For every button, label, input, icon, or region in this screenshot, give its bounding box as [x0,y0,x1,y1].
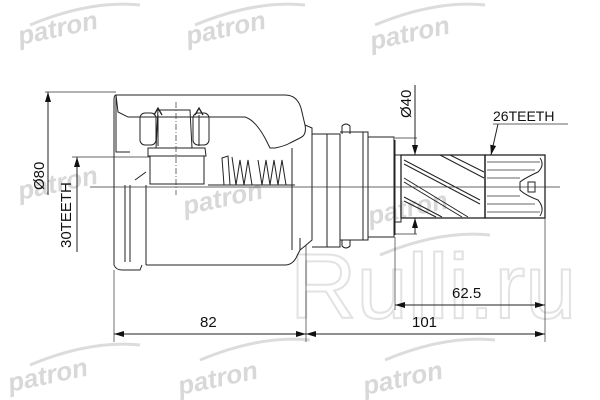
svg-text:patron: patron [14,5,100,51]
dim-outer-spline: 26TEETH [490,108,568,156]
patron-watermark: patron [366,2,486,56]
inner-spline-label: 30TEETH [58,182,75,248]
body-length-value: 82 [200,314,217,331]
dim-spline-length: 62.5 [394,237,545,310]
dim-shaft-diameter: Ø40 [395,85,418,235]
svg-text:patron: patron [359,355,445,400]
stem-flange [312,123,402,249]
svg-text:patron: patron [174,355,260,400]
stem-length-value: 101 [412,314,437,331]
watermark-layer: Rulli.ru patron patron patron patron pat… [4,2,577,400]
outer-diameter-label: Ø80 [31,162,48,190]
dim-stem-length: 101 [306,218,546,342]
svg-text:patron: patron [179,175,265,221]
patron-watermark: patron [14,2,141,51]
svg-text:patron: patron [364,185,450,231]
splined-shaft [400,154,546,219]
svg-text:patron: patron [4,352,90,398]
svg-text:patron: patron [366,10,452,56]
patron-watermark: patron [182,2,306,51]
patron-watermark: patron [174,337,311,400]
outer-housing [113,94,313,271]
spline-length-value: 62.5 [452,285,481,302]
tripod-spring [208,155,295,186]
patron-watermark: patron [359,337,496,400]
rulli-watermark: Rulli.ru [290,236,576,338]
dim-inner-spline: 30TEETH [58,156,150,252]
patron-watermark: patron [4,342,141,398]
svg-text:patron: patron [182,5,268,51]
shaft-diameter-label: Ø40 [398,90,415,118]
bearing-cage [134,102,210,195]
dim-outer-diameter: Ø80 [31,91,116,195]
dim-body-length: 82 [113,245,307,342]
patron-watermark: patron [179,175,265,221]
outer-spline-label: 26TEETH [493,108,554,124]
